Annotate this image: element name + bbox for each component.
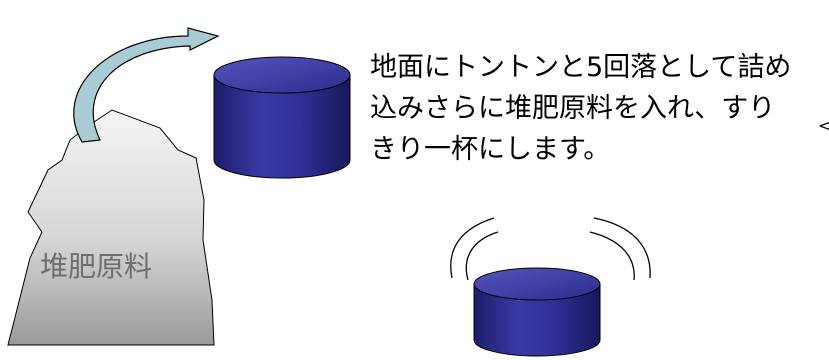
curved-arrow-icon [73, 27, 220, 143]
pile-label: 堆肥原料 [40, 250, 152, 283]
motion-line-left-inner [465, 231, 499, 281]
shaking-container-icon [450, 217, 651, 357]
motion-line-right-outer [593, 217, 651, 279]
motion-line-left-outer [450, 217, 495, 279]
arrow-body [73, 27, 220, 143]
pile-shape [7, 109, 215, 346]
motion-line-right-inner [589, 231, 635, 281]
description-line-3: きり一杯にします。 [370, 134, 611, 165]
edge-mark: < [818, 116, 829, 135]
description-line-2: 込みさらに堆肥原料を入れ、すり [370, 93, 776, 124]
container-body [473, 283, 601, 357]
container-icon [213, 56, 351, 179]
container-top [213, 56, 351, 94]
description-line-1: 地面にトントンと5回落として詰め [370, 52, 792, 83]
material-pile-icon: 堆肥原料 [7, 109, 215, 346]
container-top [473, 267, 601, 301]
container-body [213, 74, 351, 179]
